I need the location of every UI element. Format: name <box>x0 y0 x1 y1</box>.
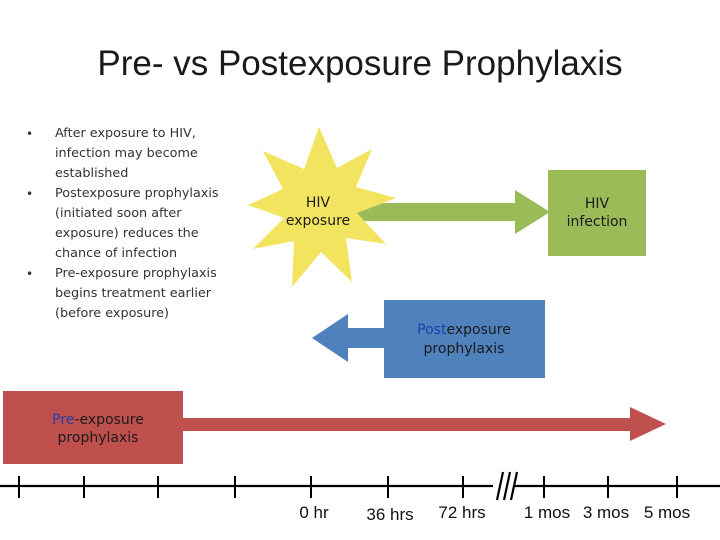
preexposure-prefix: Pre <box>52 412 74 428</box>
preexposure-box <box>3 391 183 464</box>
preexposure-arrow-shaft <box>180 418 640 431</box>
preexposure-label-line2: prophylaxis <box>58 430 139 446</box>
exposure-to-infection-arrow <box>345 190 550 234</box>
page-title: Pre- vs Postexposure Prophylaxis <box>97 44 623 83</box>
postexposure-suffix: exposure <box>446 322 510 338</box>
preexposure-label-line1: Pre-exposure <box>52 412 144 428</box>
preexposure-suffix: -exposure <box>74 412 143 428</box>
preexposure-arrowhead <box>630 407 666 441</box>
timeline-break-marks <box>495 471 519 501</box>
postexposure-box <box>384 300 545 378</box>
bullet-item: Pre-exposure prophylaxis begins treatmen… <box>22 264 232 324</box>
postexposure-prefix: Post <box>417 322 447 338</box>
postexposure-label-line1: Postexposure <box>417 322 511 338</box>
hiv-exposure-label-line2: exposure <box>286 213 350 229</box>
hiv-exposure-label-line1: HIV <box>306 195 331 211</box>
hiv-infection-label-line2: infection <box>567 214 628 230</box>
timeline-label: 5 mos <box>644 503 690 522</box>
postexposure-label-line2: prophylaxis <box>424 341 505 357</box>
timeline-label: 3 mos <box>583 503 629 522</box>
timeline-label: 0 hr <box>299 503 329 522</box>
hiv-exposure-burst <box>248 127 396 287</box>
timeline: 0 hr 36 hrs 72 hrs 1 mos 3 mos 5 mos <box>0 471 720 524</box>
bullet-list: After exposure to HIV, infection may bec… <box>22 124 232 324</box>
timeline-label: 72 hrs <box>438 503 485 522</box>
bullet-item: After exposure to HIV, infection may bec… <box>22 124 232 184</box>
postexposure-arrow <box>312 314 390 362</box>
hiv-infection-box <box>548 170 646 256</box>
bullet-item: Postexposure prophylaxis (initiated soon… <box>22 184 232 264</box>
timeline-ticks <box>18 476 678 498</box>
hiv-infection-label-line1: HIV <box>585 196 610 212</box>
timeline-label: 36 hrs <box>366 505 413 524</box>
timeline-label: 1 mos <box>524 503 570 522</box>
